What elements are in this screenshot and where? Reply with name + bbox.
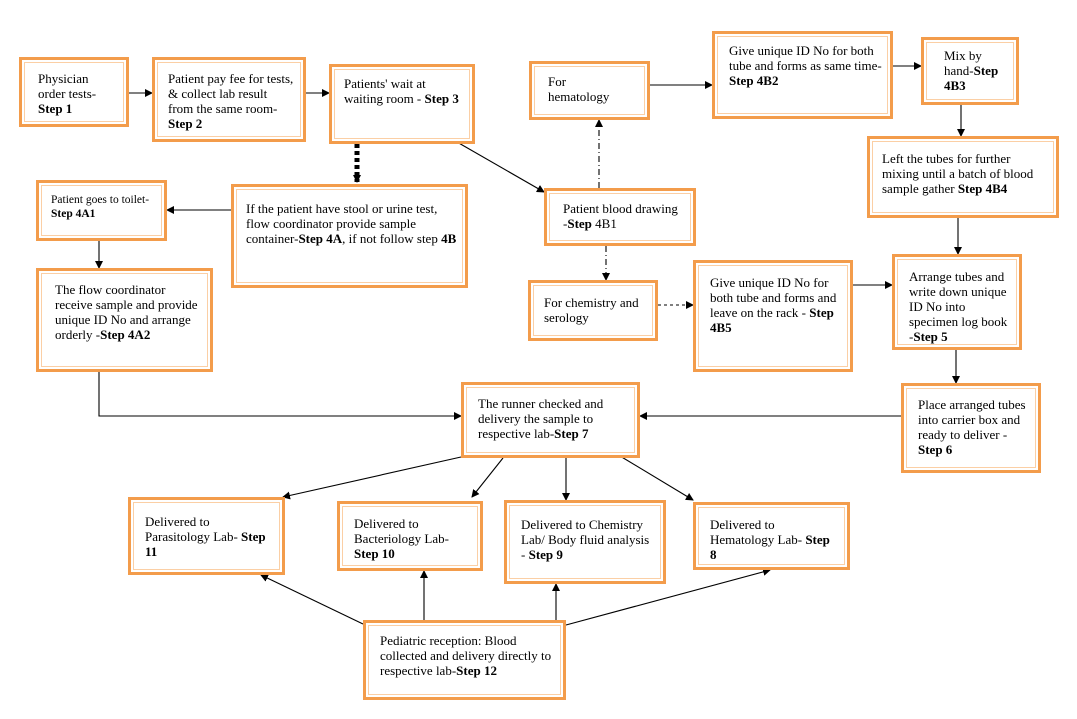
box-step4b3-text: Mix by hand- [944, 48, 982, 78]
box-step6: Place arranged tubes into carrier box an… [901, 383, 1041, 473]
box-step10-text: Delivered to Bacteriology Lab- [354, 516, 449, 546]
arrow-step3-step4b1 [456, 141, 545, 193]
arrow-step12-step8 [565, 567, 771, 626]
box-step7-step: Step 7 [554, 426, 589, 441]
box-chemistry-text: For chemistry and serology [544, 295, 639, 325]
box-step4a-step-b: 4B [441, 231, 457, 246]
box-step4a: If the patient have stool or urine test,… [231, 184, 468, 288]
box-step3: Patients' wait at waiting room - Step 3 [329, 64, 475, 144]
arrow-step4a2-step7 [98, 372, 462, 420]
box-step4a2-step: Step 4A2 [100, 327, 151, 342]
box-step4b5-text: Give unique ID No for both tube and form… [710, 275, 837, 320]
box-step4b3-step: Step 4B3 [944, 63, 999, 93]
arrow-step7-step8 [619, 455, 694, 501]
box-step4b2: Give unique ID No for both tube and form… [712, 31, 893, 119]
box-step12-text: Pediatric reception: Blood collected and… [380, 633, 552, 678]
arrow-step7-step10 [471, 457, 504, 498]
box-step8: Delivered to Hematology Lab- Step 8 [693, 502, 850, 570]
box-hematology-text: For hematology [548, 74, 610, 104]
box-step4b1-step: Step [567, 216, 592, 231]
box-step12-step: Step 12 [456, 663, 497, 678]
box-step4a1-step: Step 4A1 [51, 208, 96, 220]
box-step4b1: Patient blood drawing -Step 4B1 [544, 188, 696, 246]
box-step8-text: Delivered to Hematology Lab- [710, 517, 806, 547]
box-step2-step: Step 2 [168, 116, 203, 131]
box-step4a1-text: Patient goes to toilet- [51, 194, 150, 206]
box-step4a2-text: The flow coordinator receive sample and … [55, 282, 198, 342]
box-step12: Pediatric reception: Blood collected and… [363, 620, 566, 700]
box-step2: Patient pay fee for tests, & collect lab… [152, 57, 306, 142]
box-hematology: For hematology [529, 61, 650, 120]
box-step4b4-text: Left the tubes for further mixing until … [882, 151, 1034, 196]
box-step4b5: Give unique ID No for both tube and form… [693, 260, 853, 372]
box-step11-step: Step 11 [145, 529, 266, 559]
box-step8-step: Step 8 [710, 532, 830, 562]
arrow-step12-step11 [260, 574, 364, 625]
box-step3-step: Step 3 [424, 91, 459, 106]
box-step6-text: Place arranged tubes into carrier box an… [918, 397, 1026, 442]
box-step4b2-text: Give unique ID No for both tube and form… [729, 43, 882, 73]
box-step4b1-after: 4B1 [591, 216, 617, 231]
box-step4b3: Mix by hand-Step 4B3 [921, 37, 1019, 105]
box-step11-text: Delivered to Parasitology Lab- [145, 514, 242, 544]
box-step10: Delivered to Bacteriology Lab- Step 10 [337, 501, 483, 571]
box-step1: Physician order tests-Step 1 [19, 57, 129, 127]
box-step4a1: Patient goes to toilet- Step 4A1 [36, 180, 167, 241]
box-step4b5-step: Step 4B5 [710, 305, 834, 335]
box-step10-step: Step 10 [354, 546, 395, 561]
box-step4a2: The flow coordinator receive sample and … [36, 268, 213, 372]
box-chemistry: For chemistry and serology [528, 280, 658, 341]
box-step9-text: Delivered to Chemistry Lab/ Body fluid a… [521, 517, 650, 562]
box-step7-text: The runner checked and delivery the samp… [478, 396, 604, 441]
box-step4a-after: , if not follow step [342, 231, 442, 246]
box-step3-text: Patients' wait at waiting room - [344, 76, 426, 106]
box-step4b4: Left the tubes for further mixing until … [867, 136, 1059, 218]
box-step6-step: Step 6 [918, 442, 953, 457]
box-step5-text: Arrange tubes and write down unique ID N… [909, 269, 1008, 344]
box-step4a-text: If the patient have stool or urine test,… [246, 201, 438, 246]
box-step11: Delivered to Parasitology Lab- Step 11 [128, 497, 285, 575]
box-step1-text: Physician order tests- [38, 71, 97, 101]
box-step5-step: Step 5 [913, 329, 948, 344]
box-step4b1-text: Patient blood drawing - [563, 201, 678, 231]
box-step9: Delivered to Chemistry Lab/ Body fluid a… [504, 500, 666, 584]
box-step4a-step: Step 4A [298, 231, 343, 246]
box-step4b4-step: Step 4B4 [957, 181, 1008, 196]
box-step2-text: Patient pay fee for tests, & collect lab… [168, 71, 294, 116]
box-step9-step: Step 9 [528, 547, 563, 562]
box-step5: Arrange tubes and write down unique ID N… [892, 254, 1022, 350]
box-step1-step: Step 1 [38, 101, 73, 116]
box-step4b2-step: Step 4B2 [729, 73, 779, 88]
arrow-step7-step11 [282, 456, 462, 500]
box-step7: The runner checked and delivery the samp… [461, 382, 640, 458]
